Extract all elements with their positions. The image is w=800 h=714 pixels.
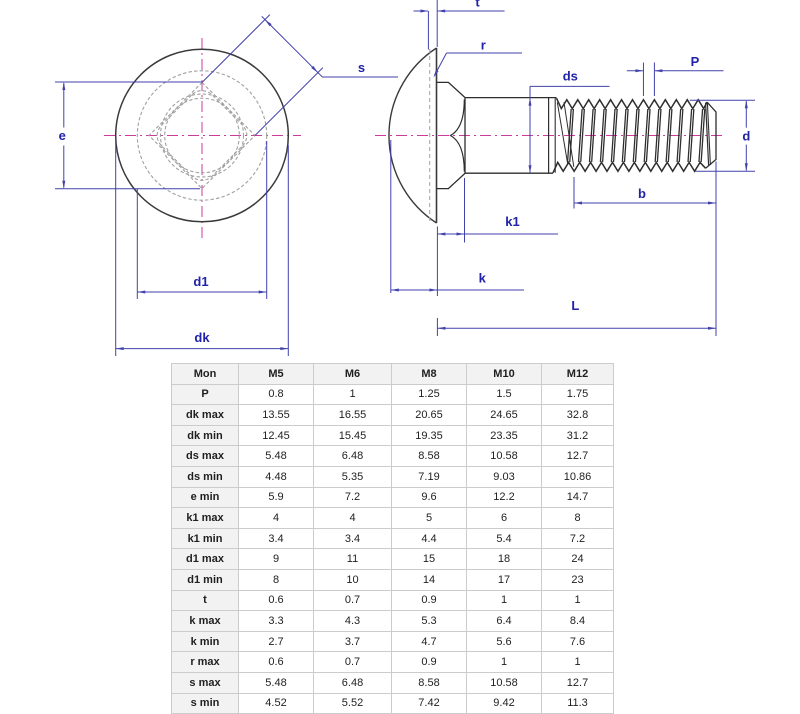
- svg-text:b: b: [638, 186, 646, 201]
- svg-text:L: L: [571, 298, 579, 313]
- svg-text:s: s: [358, 60, 365, 75]
- svg-text:k: k: [479, 271, 487, 286]
- svg-text:d1: d1: [193, 274, 208, 289]
- svg-text:k1: k1: [505, 214, 519, 229]
- svg-text:ds: ds: [563, 68, 578, 83]
- svg-text:d: d: [742, 129, 750, 144]
- svg-text:e: e: [59, 128, 66, 143]
- svg-text:P: P: [691, 54, 700, 69]
- svg-text:dk: dk: [194, 330, 210, 345]
- svg-text:r: r: [481, 37, 486, 52]
- svg-text:t: t: [475, 0, 480, 10]
